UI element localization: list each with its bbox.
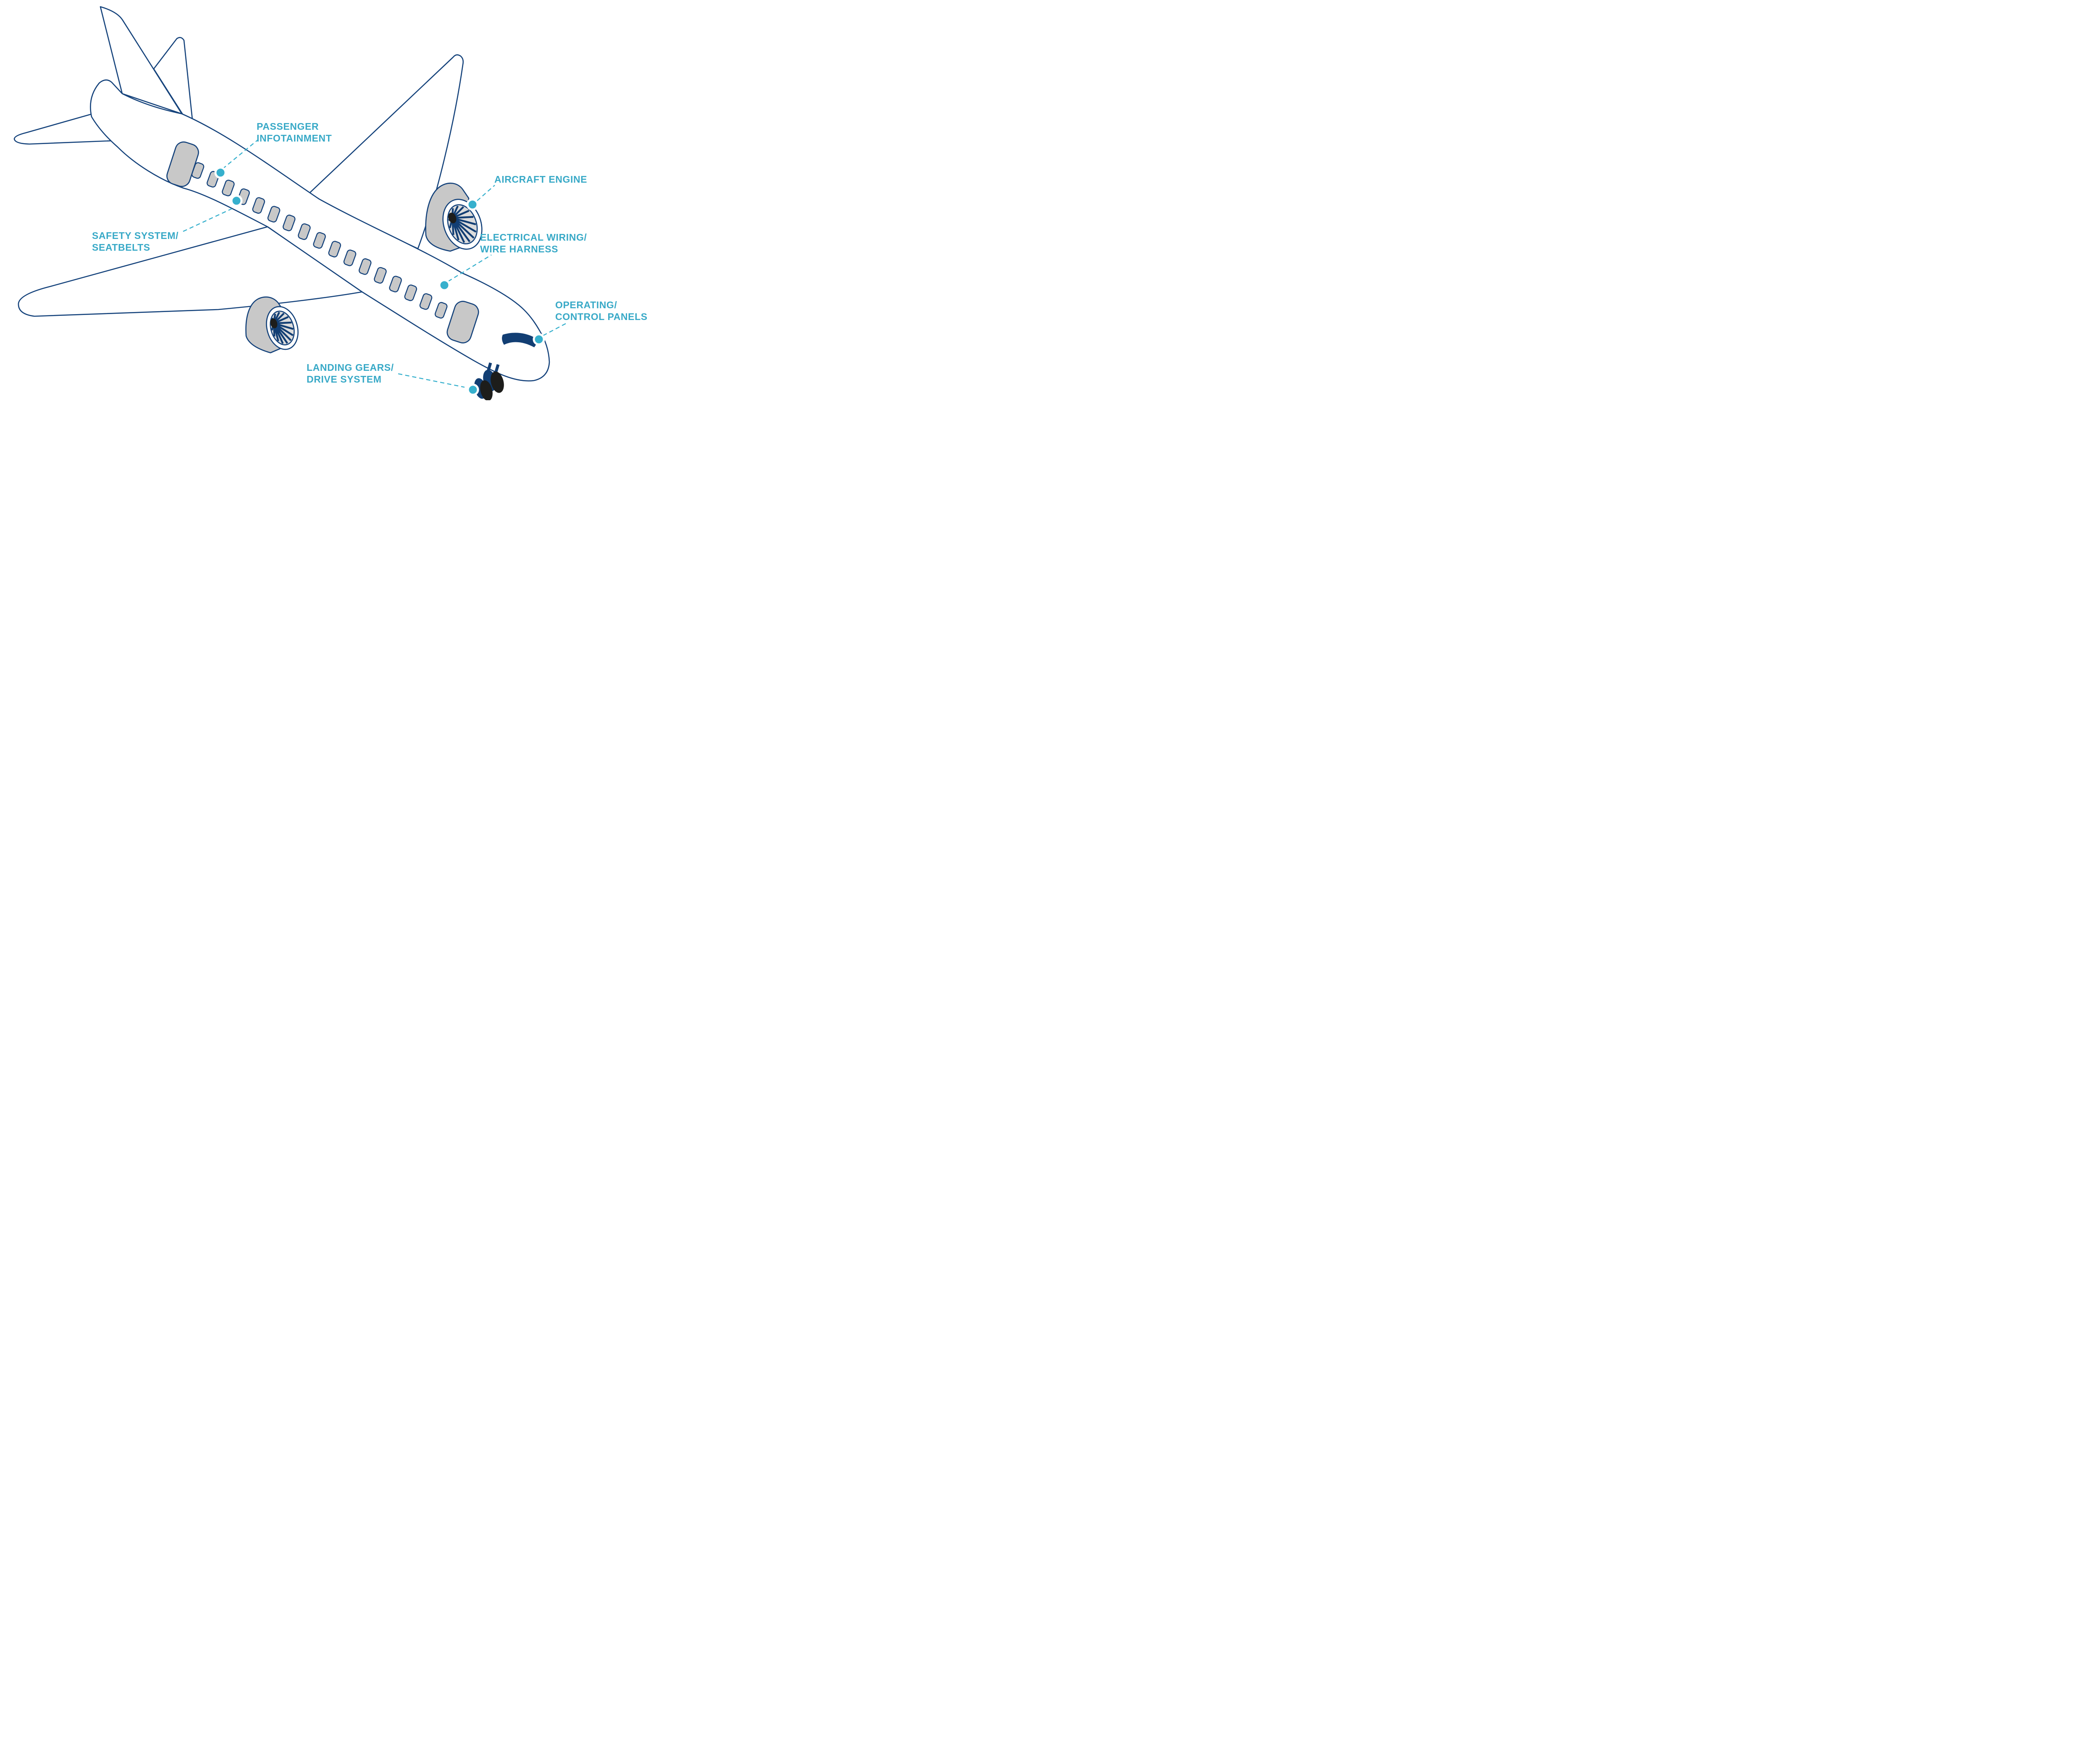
- connector-passenger-infotainment: [222, 139, 258, 169]
- callout-connectors: [183, 139, 567, 388]
- vertical-stabilizer: [100, 6, 183, 115]
- cabin-window: [358, 258, 372, 275]
- cabin-window: [282, 215, 296, 231]
- engine-left-hub: [270, 318, 278, 328]
- cabin-window: [434, 302, 448, 319]
- cabin-window: [328, 241, 341, 257]
- connector-landing-gears: [398, 373, 465, 388]
- aircraft-engine-dot[interactable]: [466, 198, 479, 211]
- callout-label-safety-system: SAFETY SYSTEM/ SEATBELTS: [92, 230, 178, 253]
- callout-label-landing-gears: LANDING GEARS/ DRIVE SYSTEM: [307, 362, 394, 385]
- label-line: PASSENGER: [257, 121, 319, 132]
- engine-right: [425, 182, 483, 252]
- label-line: SEATBELTS: [92, 242, 150, 253]
- engine-right-hub: [448, 213, 457, 223]
- airplane-diagram: [13, 6, 567, 400]
- wheel-rear-tire: [480, 380, 493, 400]
- cabin-window: [222, 179, 235, 197]
- wheel-front-tire: [491, 371, 504, 393]
- connector-aircraft-engine: [477, 185, 495, 201]
- label-line: DRIVE SYSTEM: [307, 374, 382, 385]
- cabin-window: [343, 249, 357, 266]
- fuselage: [90, 79, 550, 382]
- cabin-window: [298, 223, 311, 240]
- label-line: AIRCRAFT ENGINE: [494, 174, 588, 185]
- operating-control-dot[interactable]: [533, 333, 545, 346]
- cabin-window: [404, 284, 417, 301]
- engine-left: [245, 296, 299, 354]
- connector-electrical-wiring: [448, 254, 492, 282]
- label-line: LANDING GEARS/: [307, 362, 394, 373]
- diagram-canvas: PASSENGER INFOTAINMENT AIRCRAFT ENGINE S…: [0, 0, 659, 400]
- door-front: [166, 141, 199, 187]
- connector-operating-control: [543, 323, 567, 336]
- wing-left: [18, 226, 363, 317]
- label-line: CONTROL PANELS: [555, 311, 648, 322]
- label-line: ELECTRICAL WIRING/: [480, 232, 587, 243]
- callout-label-passenger-infotainment: PASSENGER INFOTAINMENT: [257, 121, 332, 144]
- label-line: INFOTAINMENT: [257, 133, 332, 144]
- cockpit-window-band: [502, 333, 538, 347]
- label-line: OPERATING/: [555, 299, 617, 310]
- connector-safety-system: [183, 208, 232, 232]
- callout-label-operating-control: OPERATING/ CONTROL PANELS: [555, 299, 648, 323]
- callout-dots: [214, 166, 545, 396]
- cabin-window: [313, 232, 326, 249]
- airplane-illustration: [13, 6, 550, 400]
- label-line: WIRE HARNESS: [480, 244, 559, 254]
- callout-label-electrical-wiring: ELECTRICAL WIRING/ WIRE HARNESS: [480, 231, 587, 255]
- cabin-window: [267, 206, 281, 223]
- landing-gears-dot[interactable]: [467, 383, 479, 396]
- passenger-infotainment-dot[interactable]: [214, 166, 227, 179]
- cabin-window: [252, 197, 265, 214]
- cabin-window: [389, 275, 402, 293]
- callout-label-aircraft-engine: AIRCRAFT ENGINE: [494, 173, 587, 185]
- landing-gear: [474, 362, 504, 400]
- door-rear: [446, 301, 479, 344]
- safety-system-dot[interactable]: [230, 194, 243, 207]
- horizontal-stabilizer-right: [153, 37, 194, 132]
- cabin-window: [374, 267, 387, 284]
- electrical-wiring-dot[interactable]: [438, 279, 451, 291]
- cabin-window: [419, 293, 433, 310]
- label-line: SAFETY SYSTEM/: [92, 230, 179, 241]
